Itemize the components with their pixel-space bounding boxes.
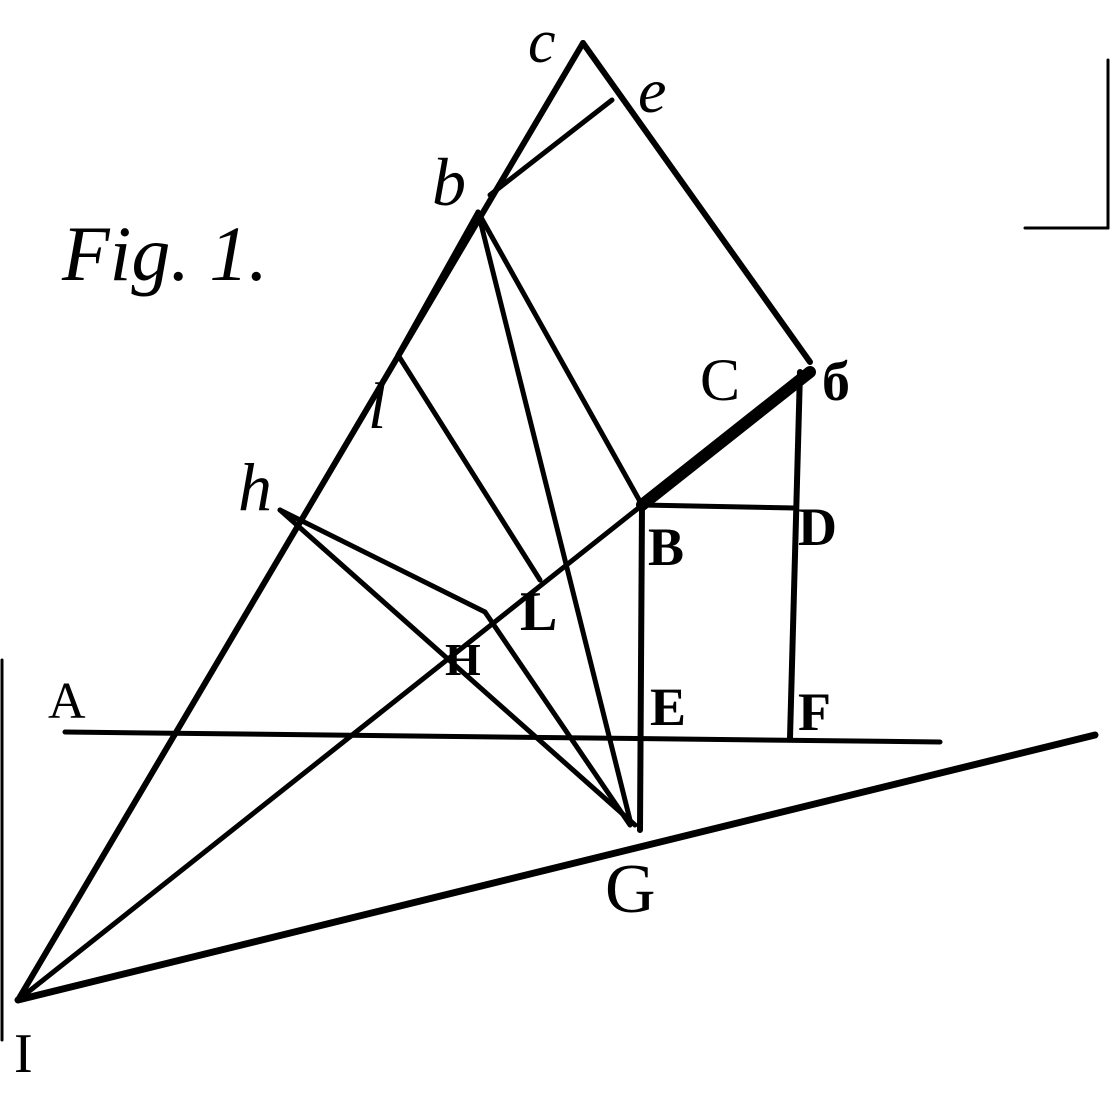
label-A: A	[48, 673, 86, 730]
line-b-G	[475, 209, 633, 823]
figure-title: Fig. 1.	[61, 210, 268, 297]
line-beta-F	[787, 369, 803, 741]
label-G: G	[605, 851, 656, 928]
point-labels: c e b l h C б B D L H A E F G I	[14, 8, 850, 1085]
construction-lines	[14, 40, 1099, 1004]
label-H: H	[445, 634, 481, 685]
line-A-axis	[62, 729, 943, 745]
line-B-D	[639, 502, 798, 511]
label-l: l	[368, 370, 386, 443]
line-C-thick	[636, 366, 816, 511]
line-H-G	[482, 609, 633, 828]
line-b-e	[487, 97, 615, 198]
label-e: e	[638, 55, 666, 126]
edge-marks	[0, 58, 1110, 1042]
label-C: C	[700, 347, 740, 413]
label-B: B	[648, 517, 684, 577]
label-beta: б	[822, 351, 850, 413]
label-c: c	[528, 8, 556, 76]
label-h: h	[238, 449, 272, 525]
label-L: L	[520, 581, 557, 643]
line-b-B	[475, 209, 645, 508]
label-b: b	[432, 144, 466, 220]
label-E: E	[650, 677, 686, 737]
line-h-H	[277, 507, 488, 615]
line-B-G	[637, 502, 645, 833]
line-l-L	[395, 352, 543, 583]
line-h-G	[277, 507, 638, 828]
line-c-beta	[580, 40, 813, 365]
line-b-l	[395, 209, 481, 358]
label-F: F	[798, 682, 831, 742]
label-I: I	[14, 1023, 33, 1085]
line-I-G-long	[14, 731, 1099, 1004]
label-D: D	[798, 497, 837, 557]
